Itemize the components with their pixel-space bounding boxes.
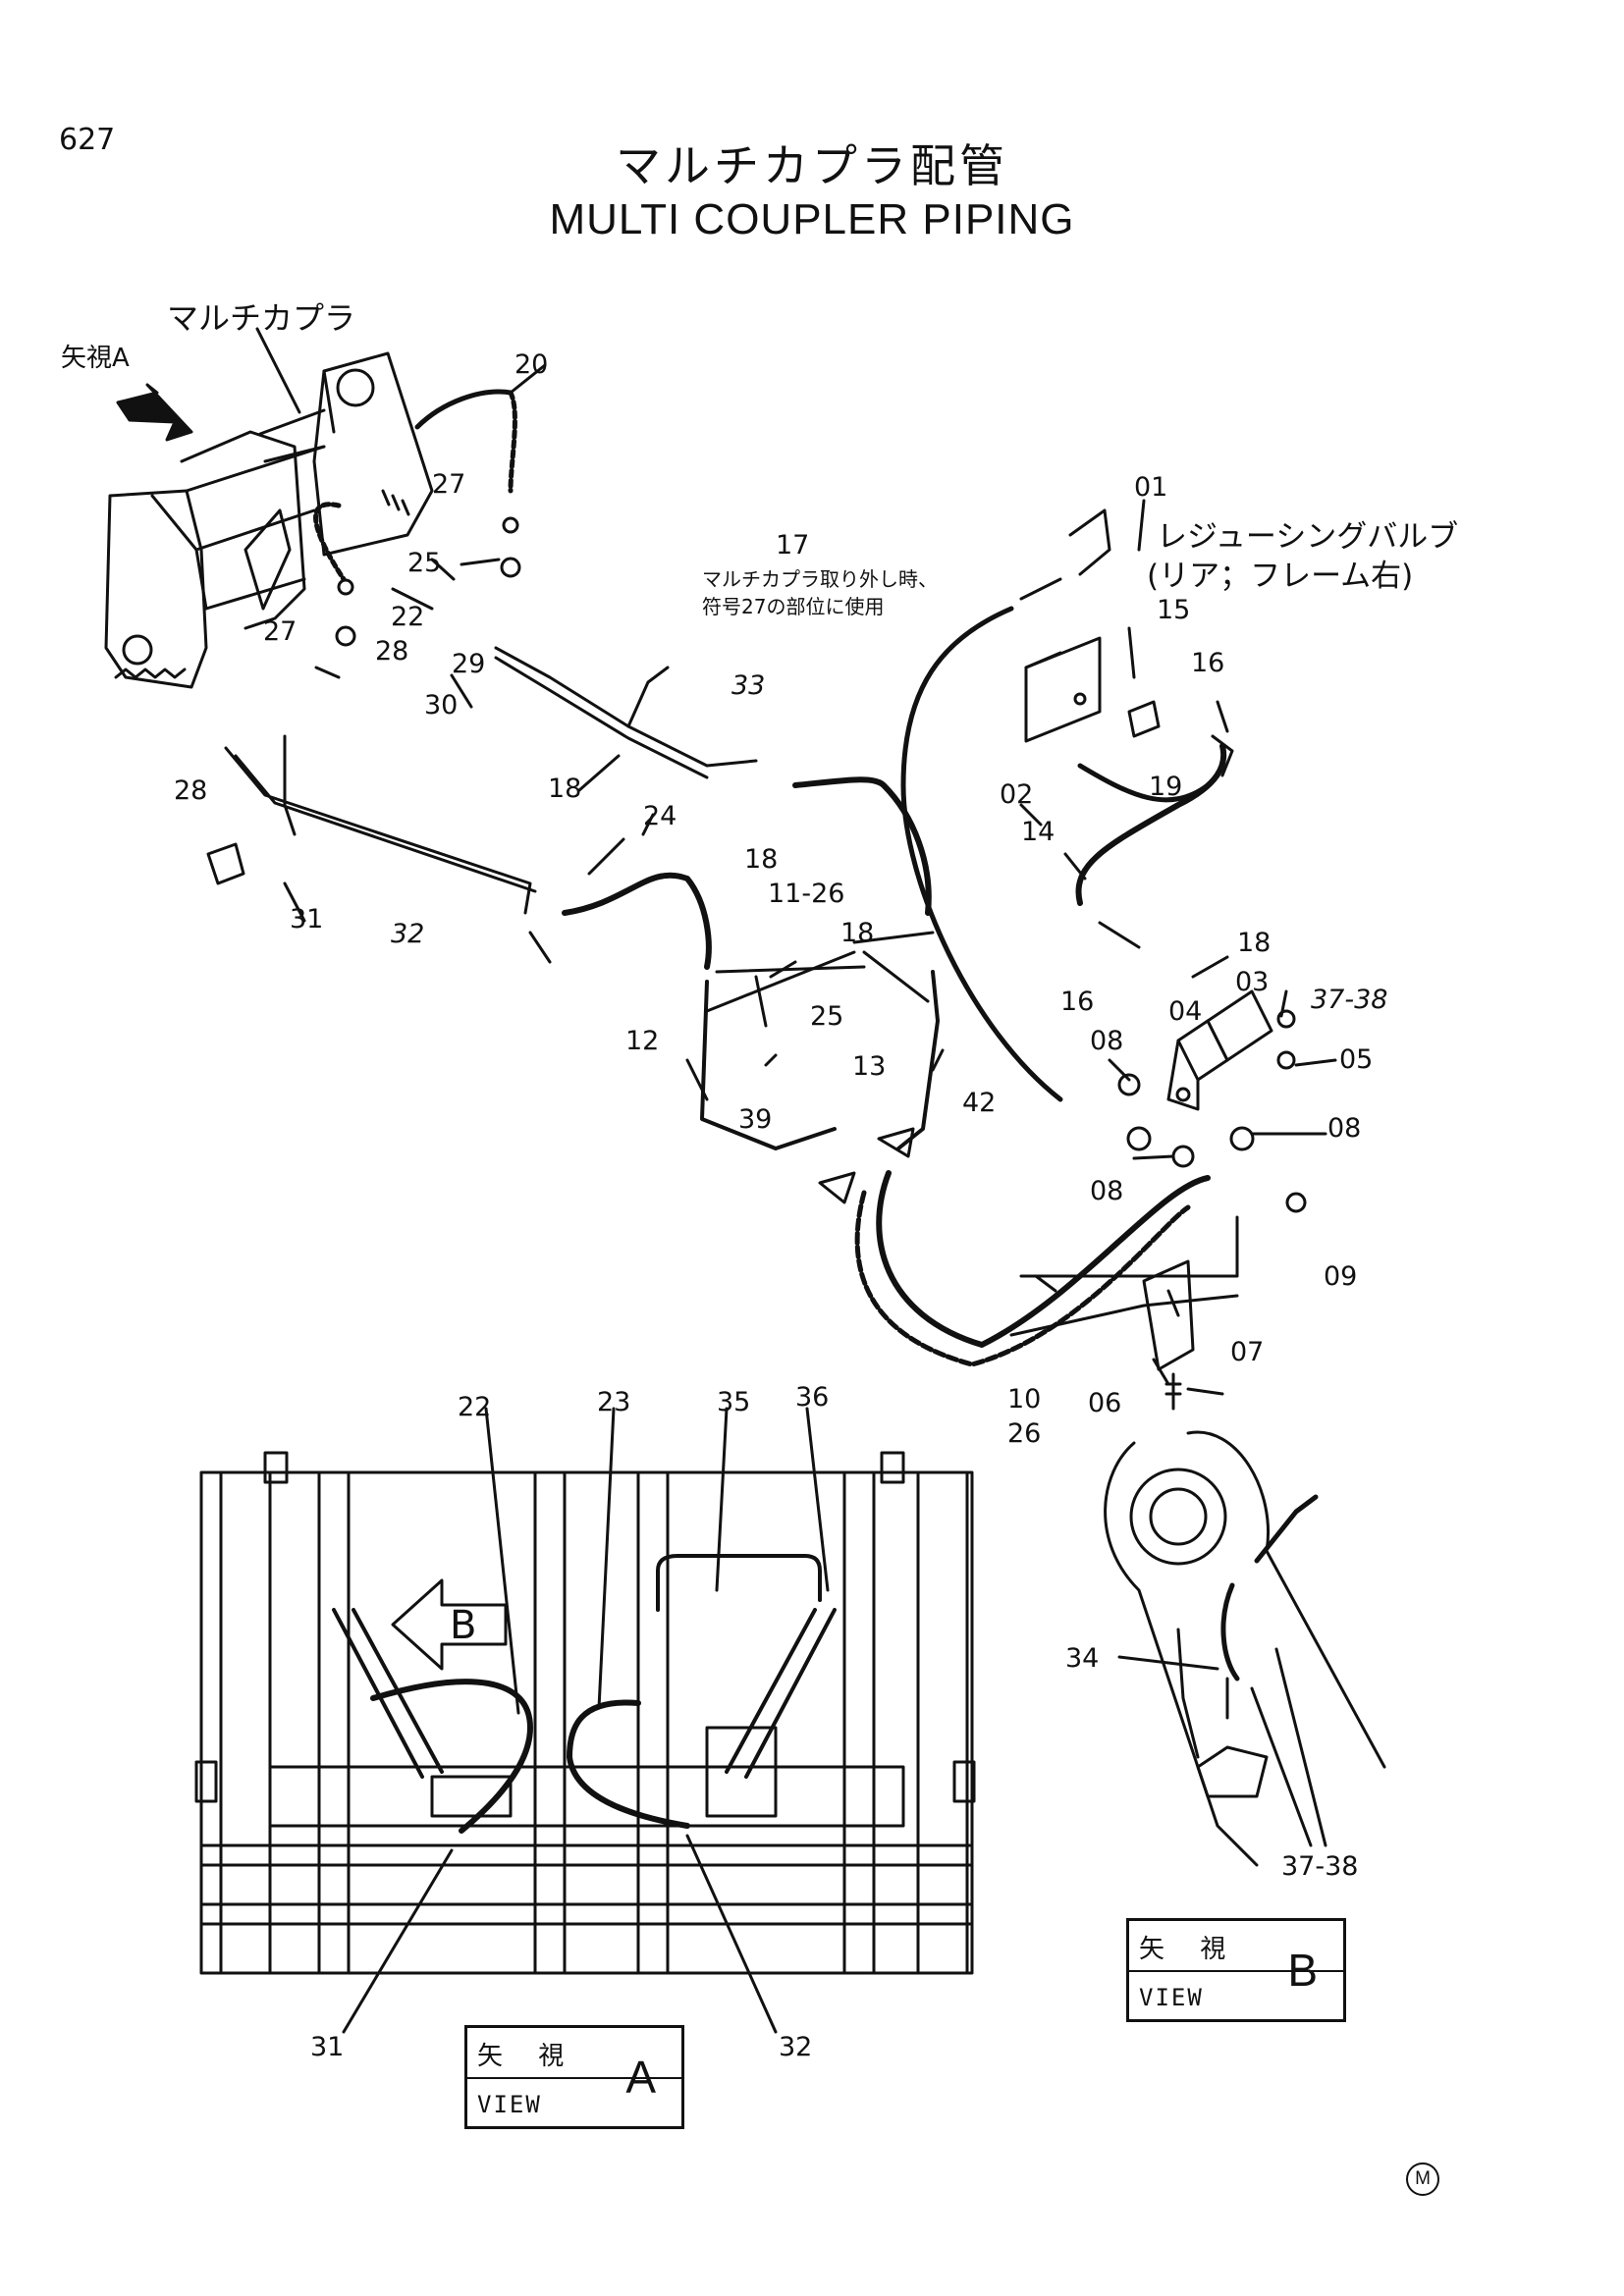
callout-36: 35 <box>717 1387 751 1417</box>
view-b-arrow-letter: B <box>450 1603 477 1648</box>
callout-29: 28 <box>174 775 208 806</box>
callout-42: 39 <box>738 1104 773 1135</box>
callout-07: 07 <box>1230 1337 1265 1367</box>
callout-13: 13 <box>852 1051 887 1082</box>
callout-25: 25 <box>810 1001 844 1032</box>
callout-01: 01 <box>1134 472 1168 503</box>
page-title-english: MULTI COUPLER PIPING <box>549 195 1075 243</box>
callout-33: 32 <box>391 919 425 949</box>
callout-16: 16 <box>1060 987 1095 1017</box>
callout-08: 08 <box>1090 1176 1124 1206</box>
page-number: 627 <box>59 123 116 157</box>
callout-27: 25 <box>407 548 442 578</box>
view-b-box-english: VIEW <box>1139 1984 1204 2011</box>
view-b-box-japanese: 矢 視 <box>1139 1935 1240 1964</box>
view-b-drawing <box>1104 1430 1386 1867</box>
callout-12: 12 <box>625 1026 660 1056</box>
callout-39: 37-38 <box>1311 985 1388 1015</box>
callout-20: 19 <box>1149 772 1183 802</box>
callout-03: 03 <box>1235 967 1270 997</box>
callout-06: 06 <box>1088 1388 1122 1418</box>
callout-24: 23 <box>597 1387 631 1417</box>
callout-22: 22 <box>391 602 425 632</box>
callout-23: 22 <box>458 1392 492 1422</box>
view-a-arrow-label: 矢視A <box>61 344 130 373</box>
reducing-valve-location: (リア；フレーム右) <box>1147 559 1414 594</box>
callout-25: 24 <box>643 801 677 831</box>
view-b-box-letter: B <box>1287 1945 1318 1996</box>
coupler-label: マルチカプラ <box>167 299 356 337</box>
callout-16: 16 <box>1191 648 1225 678</box>
callout-14: 14 <box>1021 817 1056 847</box>
reducing-valve-drawing <box>1024 508 1307 1411</box>
callout-18: 18 <box>744 844 779 875</box>
callout-30: 29 <box>452 649 486 679</box>
callout-35: 34 <box>1065 1643 1100 1674</box>
view-b-box: 矢 視 VIEW B <box>1126 1918 1346 2022</box>
callout-27: 27 <box>263 616 298 647</box>
view-a-box: 矢 視 VIEW A <box>464 2025 684 2129</box>
callout-42: 42 <box>962 1088 997 1118</box>
view-a-box-letter: A <box>625 2052 656 2103</box>
removal-note-line1: マルチカプラ取り外し時、 <box>702 567 938 591</box>
hydraulic-lines <box>206 577 1239 1367</box>
callout-37-38: 36 <box>795 1382 830 1413</box>
callout-31: 30 <box>424 690 459 721</box>
multi-coupler-drawing <box>104 327 434 689</box>
view-a-box-japanese: 矢 視 <box>477 2042 578 2071</box>
callout-22: 20 <box>514 349 549 380</box>
callout-leaders <box>283 499 1337 1396</box>
callout-19: 18 <box>1237 928 1272 958</box>
callout-28: 27 <box>432 469 466 500</box>
callout-11-26: 11-26 <box>768 879 845 909</box>
callout-31: 31 <box>290 904 324 934</box>
maker-mark: M <box>1406 2163 1439 2196</box>
callout-15: 15 <box>1157 595 1191 625</box>
coupler-hoses <box>313 363 547 679</box>
callout-28: 28 <box>375 636 409 667</box>
callout-18: 18 <box>840 918 875 948</box>
callout-10: 10 <box>1007 1384 1042 1415</box>
callout-09: 09 <box>1324 1261 1358 1292</box>
callout-26: 26 <box>1007 1418 1042 1449</box>
callout-34: 33 <box>731 670 766 701</box>
view-a-drawing <box>194 1407 976 2034</box>
callout-04: 04 <box>1168 996 1203 1027</box>
page-title-japanese: マルチカプラ配管 <box>616 139 1008 192</box>
callout-32: 31 <box>310 2032 345 2062</box>
callout-08: 08 <box>1090 1026 1124 1056</box>
view-a-box-english: VIEW <box>477 2091 542 2118</box>
reducing-valve-label: レジューシングバルブ <box>1157 519 1459 555</box>
callout-02: 02 <box>1000 779 1034 810</box>
removal-note-line2: 符号27の部位に使用 <box>702 595 885 618</box>
callout-18: 18 <box>548 774 582 804</box>
callout-08: 08 <box>1327 1113 1362 1144</box>
callout-05: 05 <box>1339 1044 1374 1075</box>
callout-17: 17 <box>776 530 810 561</box>
callout-32: 32 <box>779 2032 813 2062</box>
callout-37-38: 37-38 <box>1281 1851 1359 1882</box>
